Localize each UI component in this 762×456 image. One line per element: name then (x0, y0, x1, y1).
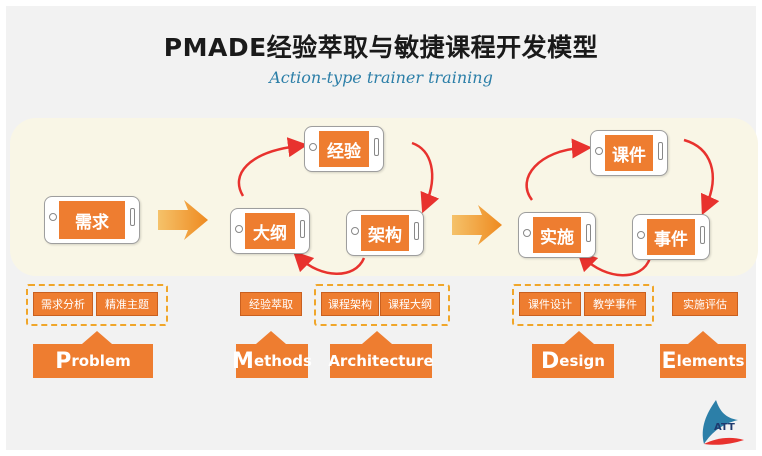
phone-label: 实施 (533, 217, 581, 253)
phone-camera-icon (309, 143, 317, 151)
phone-camera-icon (235, 225, 243, 233)
pointer-design (564, 331, 594, 344)
pointer-methods (256, 331, 286, 344)
phone-shishi[interactable]: 实施 (518, 212, 596, 258)
phone-label: 课件 (605, 135, 653, 171)
phone-label: 架构 (361, 215, 409, 251)
phone-label: 经验 (319, 131, 369, 167)
page-title: PMADE经验萃取与敏捷课程开发模型 (163, 33, 599, 62)
phone-button-icon (414, 222, 419, 240)
phone-kejian[interactable]: 课件 (590, 130, 668, 176)
tag-kechengjiagou[interactable]: 课程架构 (321, 292, 379, 316)
tag-kejiansheji[interactable]: 课件设计 (519, 292, 581, 316)
label-architecture: Architecture (328, 344, 434, 378)
phone-label: 需求 (59, 201, 125, 239)
red-arrow-kejian-shijian (683, 138, 720, 216)
red-arrow-shijian-shishi (576, 250, 652, 277)
group-box-design (512, 284, 654, 326)
label-initial: P (55, 348, 72, 374)
label-initial: E (661, 348, 677, 374)
phone-label: 大纲 (245, 213, 295, 249)
tag-jingzhunzhuti[interactable]: 精准主题 (96, 292, 158, 316)
logo-swoosh-icon (702, 400, 738, 444)
red-arrow-jingyan-jiagou (411, 141, 440, 214)
phone-button-icon (700, 226, 705, 244)
label-rest: lements (676, 352, 745, 370)
label-rest: roblem (71, 352, 131, 370)
label-initial: D (541, 348, 560, 374)
phone-label: 事件 (647, 219, 695, 255)
phone-camera-icon (595, 147, 603, 155)
tag-jingyancuiqu[interactable]: 经验萃取 (240, 292, 302, 316)
label-rest: esign (559, 352, 605, 370)
phone-button-icon (586, 224, 591, 242)
logo-text: ATT (714, 422, 735, 433)
group-box-problem (26, 284, 168, 326)
tag-kechengdagang[interactable]: 课程大纲 (380, 292, 440, 316)
phone-dagang[interactable]: 大纲 (230, 208, 310, 254)
red-arrow-shishi-kejian (525, 138, 592, 201)
tag-shishipinggu[interactable]: 实施评估 (672, 292, 738, 316)
phone-camera-icon (637, 231, 645, 239)
phone-button-icon (374, 138, 379, 156)
page-subtitle: Action-type trainer training (269, 68, 493, 87)
orange-arrow-2 (452, 205, 502, 245)
phone-button-icon (658, 142, 663, 160)
red-arrow-jiagou-dagang (292, 250, 366, 275)
phone-jingyan[interactable]: 经验 (304, 126, 384, 172)
phone-camera-icon (49, 213, 57, 221)
phone-shijian[interactable]: 事件 (632, 214, 710, 260)
phone-button-icon (300, 220, 305, 238)
tag-jiaoxueshijian[interactable]: 教学事件 (584, 292, 646, 316)
pointer-problem (82, 331, 112, 344)
logo-swoosh-red-icon (704, 437, 744, 445)
phone-jiagou[interactable]: 架构 (346, 210, 424, 256)
phone-xuqiu[interactable]: 需求 (44, 196, 140, 244)
label-initial: M (232, 348, 254, 374)
pointer-architecture (362, 331, 392, 344)
phone-camera-icon (351, 227, 359, 235)
label-rest: Architecture (328, 352, 434, 370)
phone-camera-icon (523, 229, 531, 237)
red-arrow-dagang-jingyan (237, 137, 308, 197)
orange-arrow-1 (158, 200, 208, 240)
pointer-elements (688, 331, 718, 344)
tag-xuqiufenxi[interactable]: 需求分析 (33, 292, 93, 316)
group-box-architecture (314, 284, 450, 326)
phone-button-icon (130, 208, 135, 226)
label-rest: ethods (253, 352, 312, 370)
